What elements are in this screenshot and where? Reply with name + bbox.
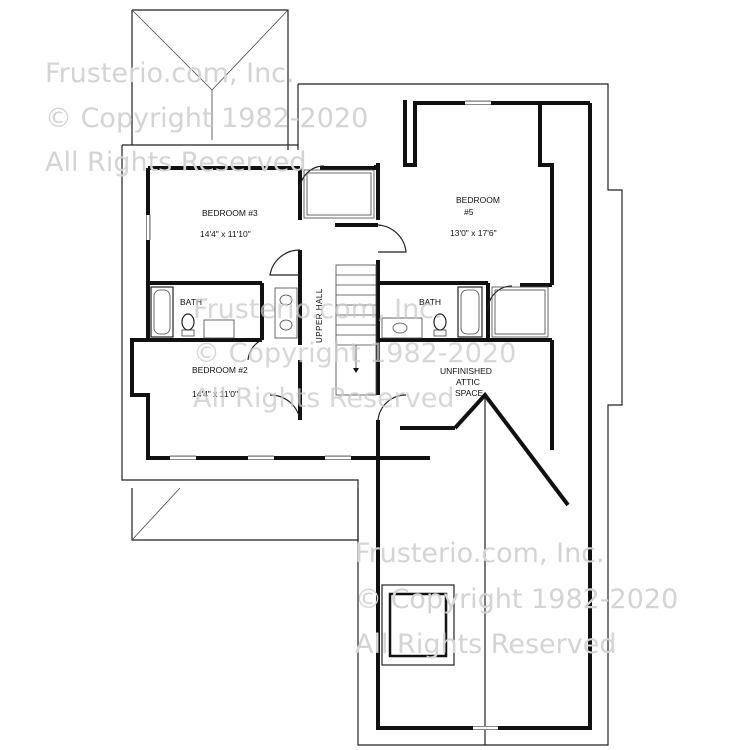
watermark-line2: © Copyright 1982-2020 bbox=[45, 103, 368, 134]
attic-label-line2: ATTIC bbox=[456, 377, 480, 387]
roof-outline-bottom-left bbox=[131, 487, 359, 541]
watermark-line2: © Copyright 1982-2020 bbox=[355, 584, 678, 615]
bedroom3-label: BEDROOM #3 bbox=[202, 208, 258, 218]
watermark-line3: All Rights Reserved bbox=[193, 383, 454, 414]
interior-walls bbox=[148, 168, 552, 458]
windows bbox=[146, 100, 498, 730]
eave-outline bbox=[121, 83, 623, 746]
watermark-line2: © Copyright 1982-2020 bbox=[193, 338, 516, 369]
attic-hatch bbox=[381, 584, 455, 666]
roof-outline-top-left bbox=[131, 9, 289, 150]
closets bbox=[203, 169, 549, 339]
bedroom2-dims: 14'4" x 11'0" bbox=[192, 389, 238, 399]
watermark-top-left: Frusterio.com, Inc. © Copyright 1982-202… bbox=[45, 58, 368, 178]
bedroom3-dims: 14'4" x 11'10" bbox=[200, 229, 251, 239]
watermark-center: Frusterio.com, Inc. © Copyright 1982-202… bbox=[193, 294, 516, 414]
watermark-line3: All Rights Reserved bbox=[45, 147, 306, 178]
watermark-bottom-right: Frusterio.com, Inc. © Copyright 1982-202… bbox=[355, 538, 678, 660]
watermark-line1: Frusterio.com, Inc. bbox=[193, 294, 443, 325]
doors bbox=[247, 165, 513, 421]
watermark-line1: Frusterio.com, Inc. bbox=[45, 58, 295, 89]
bath-fixtures-right bbox=[381, 286, 483, 339]
watermark-line3: All Rights Reserved bbox=[355, 629, 616, 660]
bath-right-label: BATH bbox=[419, 297, 441, 307]
attic-label-line1: UNFINISHED bbox=[440, 366, 492, 376]
bath-left-label: BATH bbox=[180, 297, 202, 307]
bedroom2-label: BEDROOM #2 bbox=[192, 365, 248, 375]
bedroom5-label-line2: #5 bbox=[464, 207, 474, 217]
bedroom5-dims: 13'0" x 17'6" bbox=[450, 228, 497, 238]
bedroom5-label-line1: BEDROOM bbox=[456, 195, 500, 205]
attic-label-line3: SPACE bbox=[455, 388, 484, 398]
upper-hall-label: UPPER HALL bbox=[315, 288, 324, 343]
watermark-line1: Frusterio.com, Inc. bbox=[355, 538, 605, 569]
stairs bbox=[335, 264, 377, 396]
bath-fixtures-left bbox=[150, 286, 298, 339]
